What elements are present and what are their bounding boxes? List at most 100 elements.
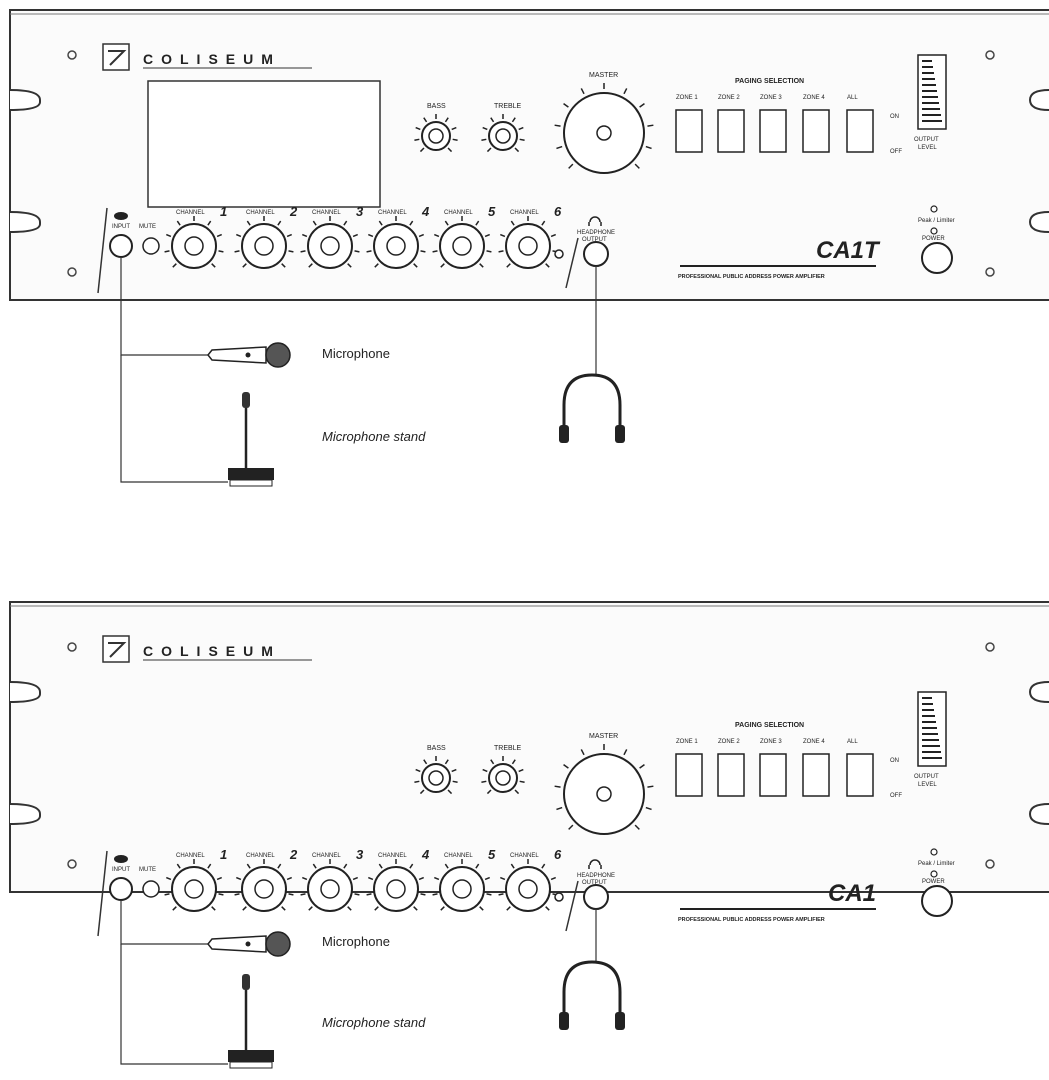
master-knob-cap [596,786,612,802]
model-name: CA1T [816,237,881,264]
headphones-right-cup [615,1012,625,1030]
paging-zone-label: ALL [847,739,858,745]
channel-knob-cap [184,879,204,899]
channel-label: CHANNEL [378,853,407,859]
master-knob-tick [556,145,563,150]
channel-label: CHANNEL [246,210,275,216]
mute-label: MUTE [139,867,156,873]
channel-knob-tick [242,906,247,911]
channel-knob-tick [216,233,223,238]
microphone-switch [245,352,251,358]
stand-capsule [242,974,250,990]
headphone-icon [588,859,602,869]
model-name: CA1 [828,880,876,907]
headphone-jack [583,884,609,910]
channel-knob-cap [320,236,340,256]
treble-knob-tick [481,780,487,784]
channel-knob-tick [347,906,352,911]
master-knob-tick [623,749,628,756]
headphone-jack [583,241,609,267]
channel-knob-tick [301,233,308,238]
brand-name: COLISEUM [143,51,281,67]
channel-knob-tick [433,876,440,881]
paging-zone-label: ZONE 3 [760,95,782,101]
channel-knob-tick [312,863,317,869]
channel-label: CHANNEL [510,210,539,216]
channel-knob-tick [499,233,506,238]
input-jack-label: INPUT [112,867,130,873]
channel-knob-tick [286,876,293,881]
peak-limiter-label: Peak / Limiter [918,861,955,867]
logo-mark [108,50,127,66]
microphone-grille [265,342,291,368]
channel-number: 4 [421,204,430,219]
bass-knob-tick [452,138,458,142]
channel-knob-tick [545,263,550,268]
channel-knob-tick [308,906,313,911]
channel-knob-tick [506,906,511,911]
stand-foot [229,1061,273,1069]
channel-knob-tick [479,263,484,268]
power-label: POWER [922,236,945,242]
bass-knob-tick [447,789,453,795]
screw [985,267,995,277]
channel-knob-tick [288,893,294,896]
paging-zone-label: ZONE 4 [803,95,825,101]
peak-led [930,205,938,213]
model-subtitle: PROFESSIONAL PUBLIC ADDRESS POWER AMPLIF… [678,274,825,280]
channel-knob-tick [444,220,449,226]
channel-knob-tick [300,250,306,253]
channel-knob-tick [367,876,374,881]
master-knob-tick [645,145,652,150]
paging-selection-title: PAGING SELECTION [735,722,804,729]
master-knob-tick [554,785,561,788]
microphone-label: Microphone [322,346,390,361]
channel-knob-tick [432,250,438,253]
channel-knob-tick [211,263,216,268]
channel-knob-tick [499,876,506,881]
logo-box [102,635,130,663]
stand-cable [120,355,228,483]
channel-knob-cap [386,879,406,899]
microphone-label: Microphone [322,934,390,949]
bass-knob-tick [414,780,420,784]
master-knob-label: MASTER [589,72,618,79]
microphone-body [207,935,267,953]
master-knob-label: MASTER [589,733,618,740]
logo-mark [108,642,127,658]
master-knob-tick [554,124,561,127]
channel-number: 5 [488,847,496,862]
headphone-output-label: OUTPUT [582,880,607,886]
output-level-label: LEVEL [918,145,937,151]
master-knob-tick [563,103,569,108]
microphone-stand-icon [228,392,274,487]
channel-knob-cap [518,879,538,899]
power-label: POWER [922,879,945,885]
treble-knob-tick [519,138,525,142]
microphone-grille [265,931,291,957]
channel-knob-tick [165,876,172,881]
channel-knob-tick [165,233,172,238]
channel-knob-tick [235,233,242,238]
channel-knob-tick [352,233,359,238]
treble-knob-tick [518,768,524,773]
paging-zone-button [802,753,830,797]
master-knob-tick [568,824,574,830]
rack-slot [9,681,41,703]
bracket-line [565,880,579,932]
bass-knob-tick [451,126,457,131]
channel-knob-tick [484,876,491,881]
channel-knob-tick [374,263,379,268]
channel-knob-tick [541,220,546,226]
treble-knob-cap [495,128,511,144]
treble-knob-tick [490,117,495,123]
display-window [147,80,381,208]
bass-knob-tick [419,789,425,795]
master-knob-tick [563,764,569,769]
microphone-stand-label: Microphone stand [322,1015,426,1030]
channel-knob-tick [347,263,352,268]
bass-knob-tick [447,147,453,153]
channel-knob-tick [246,863,251,869]
